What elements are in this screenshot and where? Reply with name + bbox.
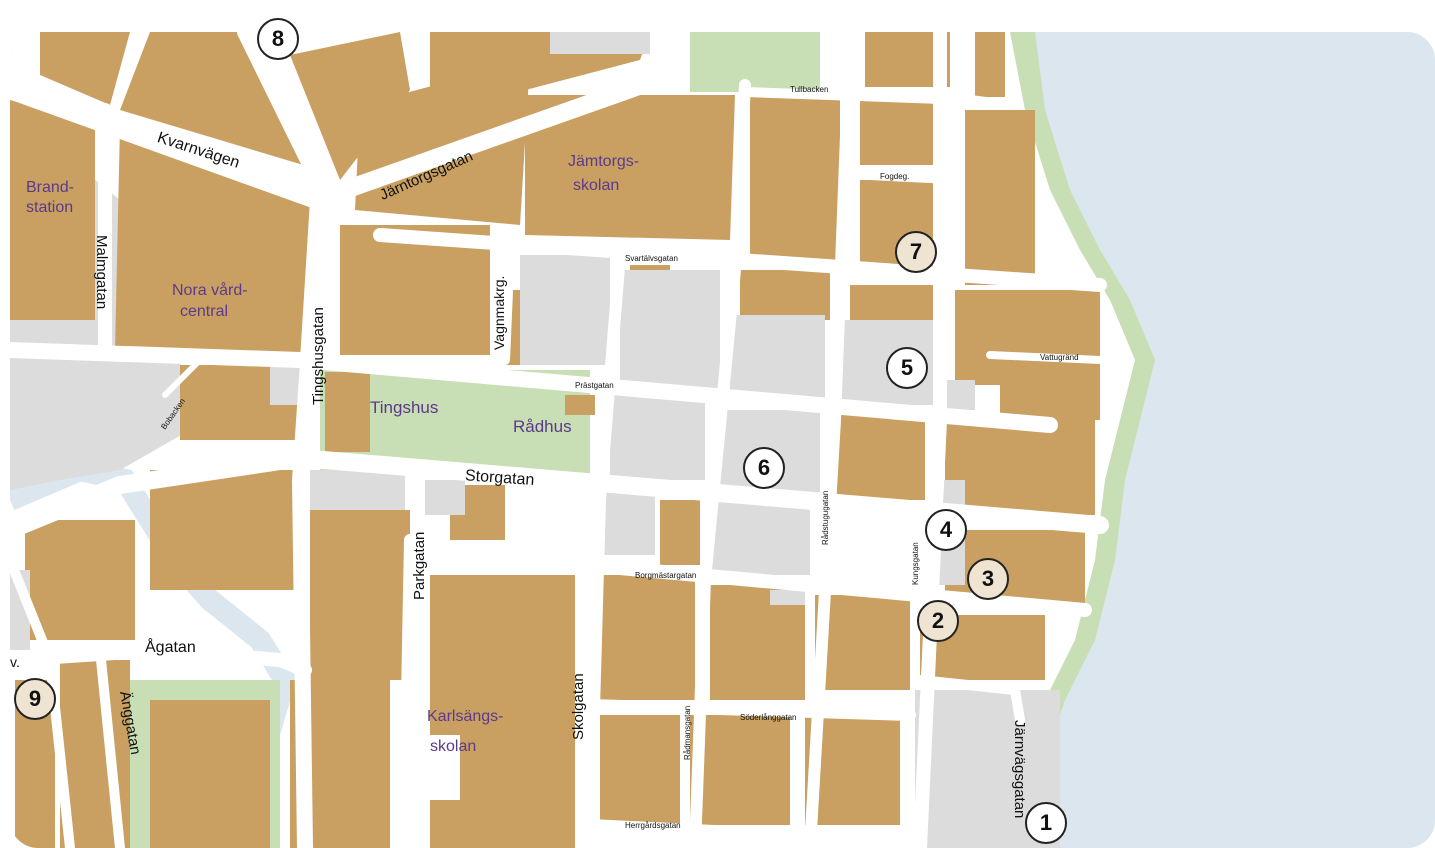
label-prastgatan: Prästgatan bbox=[575, 381, 614, 390]
marker-label: 5 bbox=[900, 355, 914, 380]
marker-label: 8 bbox=[271, 26, 285, 51]
label-svartalvsgatan: Svartälvsgatan bbox=[625, 254, 678, 263]
label-karlsangs-2: skolan bbox=[430, 738, 476, 755]
label-borgmastargatan: Borgmästargatan bbox=[635, 571, 696, 580]
white-block-2 bbox=[825, 515, 920, 585]
label-vagnmakrg: Vagnmakrg. bbox=[491, 276, 507, 350]
label-brandstation-2: station bbox=[26, 199, 73, 216]
label-agatan: Ågatan bbox=[145, 637, 196, 656]
map-marker-9[interactable]: 9 bbox=[14, 678, 56, 720]
marker-label: 2 bbox=[931, 608, 945, 633]
marker-label: 7 bbox=[909, 239, 923, 264]
label-storgatan: Storgatan bbox=[464, 467, 534, 489]
label-herrgardsgatan: Herrgårdsgatan bbox=[625, 821, 681, 830]
label-radstugugatan: Rådstugugatan bbox=[821, 491, 830, 545]
label-jamtorgsskolan-1: Jämtorgs- bbox=[568, 153, 639, 170]
map-marker-6[interactable]: 6 bbox=[743, 447, 785, 489]
label-nora-1: Nora vård- bbox=[172, 281, 248, 299]
map-marker-8[interactable]: 8 bbox=[257, 18, 299, 60]
label-tingshus: Tingshus bbox=[370, 398, 438, 417]
label-jamtorgsskolan-2: skolan bbox=[573, 177, 619, 194]
label-skolgatan: Skolgatan bbox=[570, 673, 587, 740]
label-karlsangs-1: Karlsängs- bbox=[427, 708, 503, 725]
label-kungsgatan: Kungsgatan bbox=[911, 542, 920, 585]
public-buildings bbox=[10, 32, 1060, 848]
marker-label: 9 bbox=[28, 686, 42, 711]
marker-label: 4 bbox=[939, 517, 953, 542]
map-marker-4[interactable]: 4 bbox=[925, 509, 967, 551]
label-parkgatan: Parkgatan bbox=[411, 532, 428, 600]
map-marker-2[interactable]: 2 bbox=[917, 600, 959, 642]
label-fogdeg: Fogdeg. bbox=[880, 172, 909, 181]
map-marker-1[interactable]: 1 bbox=[1025, 802, 1067, 844]
white-block-1 bbox=[505, 490, 575, 550]
label-partial-v: v. bbox=[10, 654, 20, 670]
label-jarnvagsgatan: Järnvägsgatan bbox=[1011, 720, 1028, 818]
label-nora-2: central bbox=[180, 303, 228, 320]
map-frame[interactable]: Kvarnvägen Järntorgsgatan Malmgatan Ting… bbox=[10, 32, 1435, 848]
label-radhus: Rådhus bbox=[513, 417, 572, 436]
label-soderlanggatan: Söderlånggatan bbox=[740, 713, 797, 722]
label-tingshusgatan: Tingshusgatan bbox=[310, 307, 327, 405]
label-vattugrand: Vattugränd bbox=[1040, 353, 1079, 362]
marker-label: 3 bbox=[981, 566, 995, 591]
marker-label: 6 bbox=[757, 455, 771, 480]
map-marker-5[interactable]: 5 bbox=[886, 347, 928, 389]
label-radmansgatan: Rådmansgatan bbox=[683, 706, 692, 760]
map-marker-7[interactable]: 7 bbox=[895, 231, 937, 273]
marker-label: 1 bbox=[1039, 810, 1053, 835]
label-brandstation-1: Brand- bbox=[26, 179, 74, 196]
roads bbox=[10, 32, 1109, 848]
white-block-3 bbox=[415, 735, 460, 800]
park-north bbox=[690, 32, 820, 92]
map-canvas[interactable]: Kvarnvägen Järntorgsgatan Malmgatan Ting… bbox=[10, 32, 1435, 848]
label-malmgatan: Malmgatan bbox=[93, 235, 110, 309]
map-marker-3[interactable]: 3 bbox=[967, 558, 1009, 600]
label-tullbacken: Tullbacken bbox=[790, 85, 828, 94]
